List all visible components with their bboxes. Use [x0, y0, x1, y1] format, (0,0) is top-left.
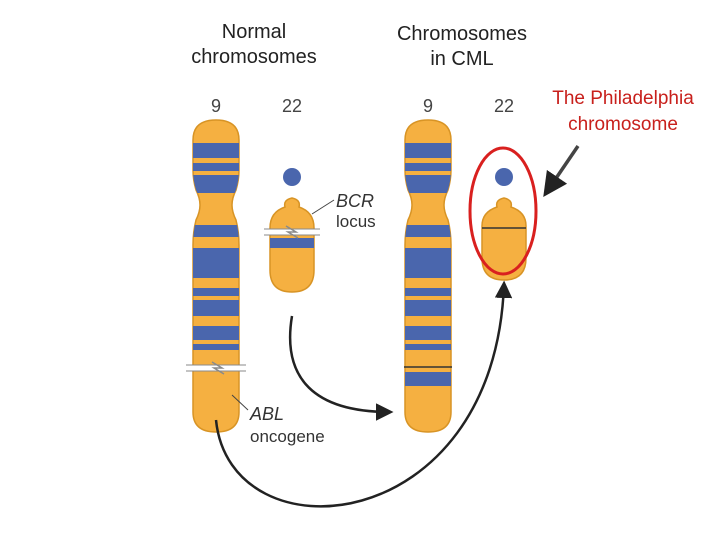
philadelphia-highlight-ring — [468, 146, 538, 276]
chromosome-9-normal — [186, 119, 246, 433]
band — [405, 288, 451, 296]
band — [193, 225, 239, 237]
band — [193, 248, 239, 278]
heading-line: chromosome — [568, 114, 678, 135]
cml-chromosomes-heading: Chromosomes in CML — [372, 22, 552, 72]
philadelphia-pointer-arrow — [543, 145, 580, 198]
chr9-cml-label: 9 — [423, 96, 433, 116]
band — [193, 143, 239, 158]
chr22-cml-label: 22 — [494, 96, 514, 116]
abl-to-chr22-arrow — [214, 280, 513, 508]
abl-label: ABL — [249, 404, 284, 424]
centromere-satellite — [495, 168, 513, 186]
chromosome-22-normal — [264, 168, 320, 293]
band — [405, 163, 451, 171]
band — [193, 300, 239, 316]
band — [405, 300, 451, 316]
band — [405, 344, 451, 350]
philadelphia-chromosome-heading: The Philadelphia chromosome — [528, 86, 718, 138]
band — [405, 372, 451, 386]
abl-sub-label: oncogene — [250, 427, 325, 446]
band — [405, 248, 451, 278]
chr22-normal-label: 22 — [282, 96, 302, 116]
chr9-normal-label: 9 — [211, 96, 221, 116]
band — [405, 326, 451, 340]
heading-line: The Philadelphia — [552, 88, 694, 109]
bcr-sub-label: locus — [336, 212, 376, 231]
heading-line: in CML — [430, 48, 494, 70]
centromere-satellite — [283, 168, 301, 186]
chromosome-22-philadelphia — [468, 146, 538, 281]
band — [193, 326, 239, 340]
band — [270, 238, 314, 248]
heading-line: Chromosomes — [396, 23, 528, 45]
break-bolt — [285, 225, 299, 239]
bcr-to-chr9-arrow — [288, 315, 394, 421]
abl-pointer — [231, 394, 249, 411]
band — [193, 288, 239, 296]
chromosome-9-cml — [404, 119, 452, 433]
band — [193, 175, 239, 193]
band — [405, 225, 451, 237]
band — [405, 175, 451, 193]
heading-line: Normal — [221, 21, 287, 43]
band — [193, 344, 239, 350]
band — [405, 143, 451, 158]
break-bolt — [211, 361, 225, 375]
normal-chromosomes-heading: Normal chromosomes — [164, 20, 344, 70]
band — [193, 163, 239, 171]
heading-line: chromosomes — [191, 46, 317, 68]
bcr-pointer — [311, 199, 335, 215]
bcr-label: BCR — [336, 191, 374, 211]
